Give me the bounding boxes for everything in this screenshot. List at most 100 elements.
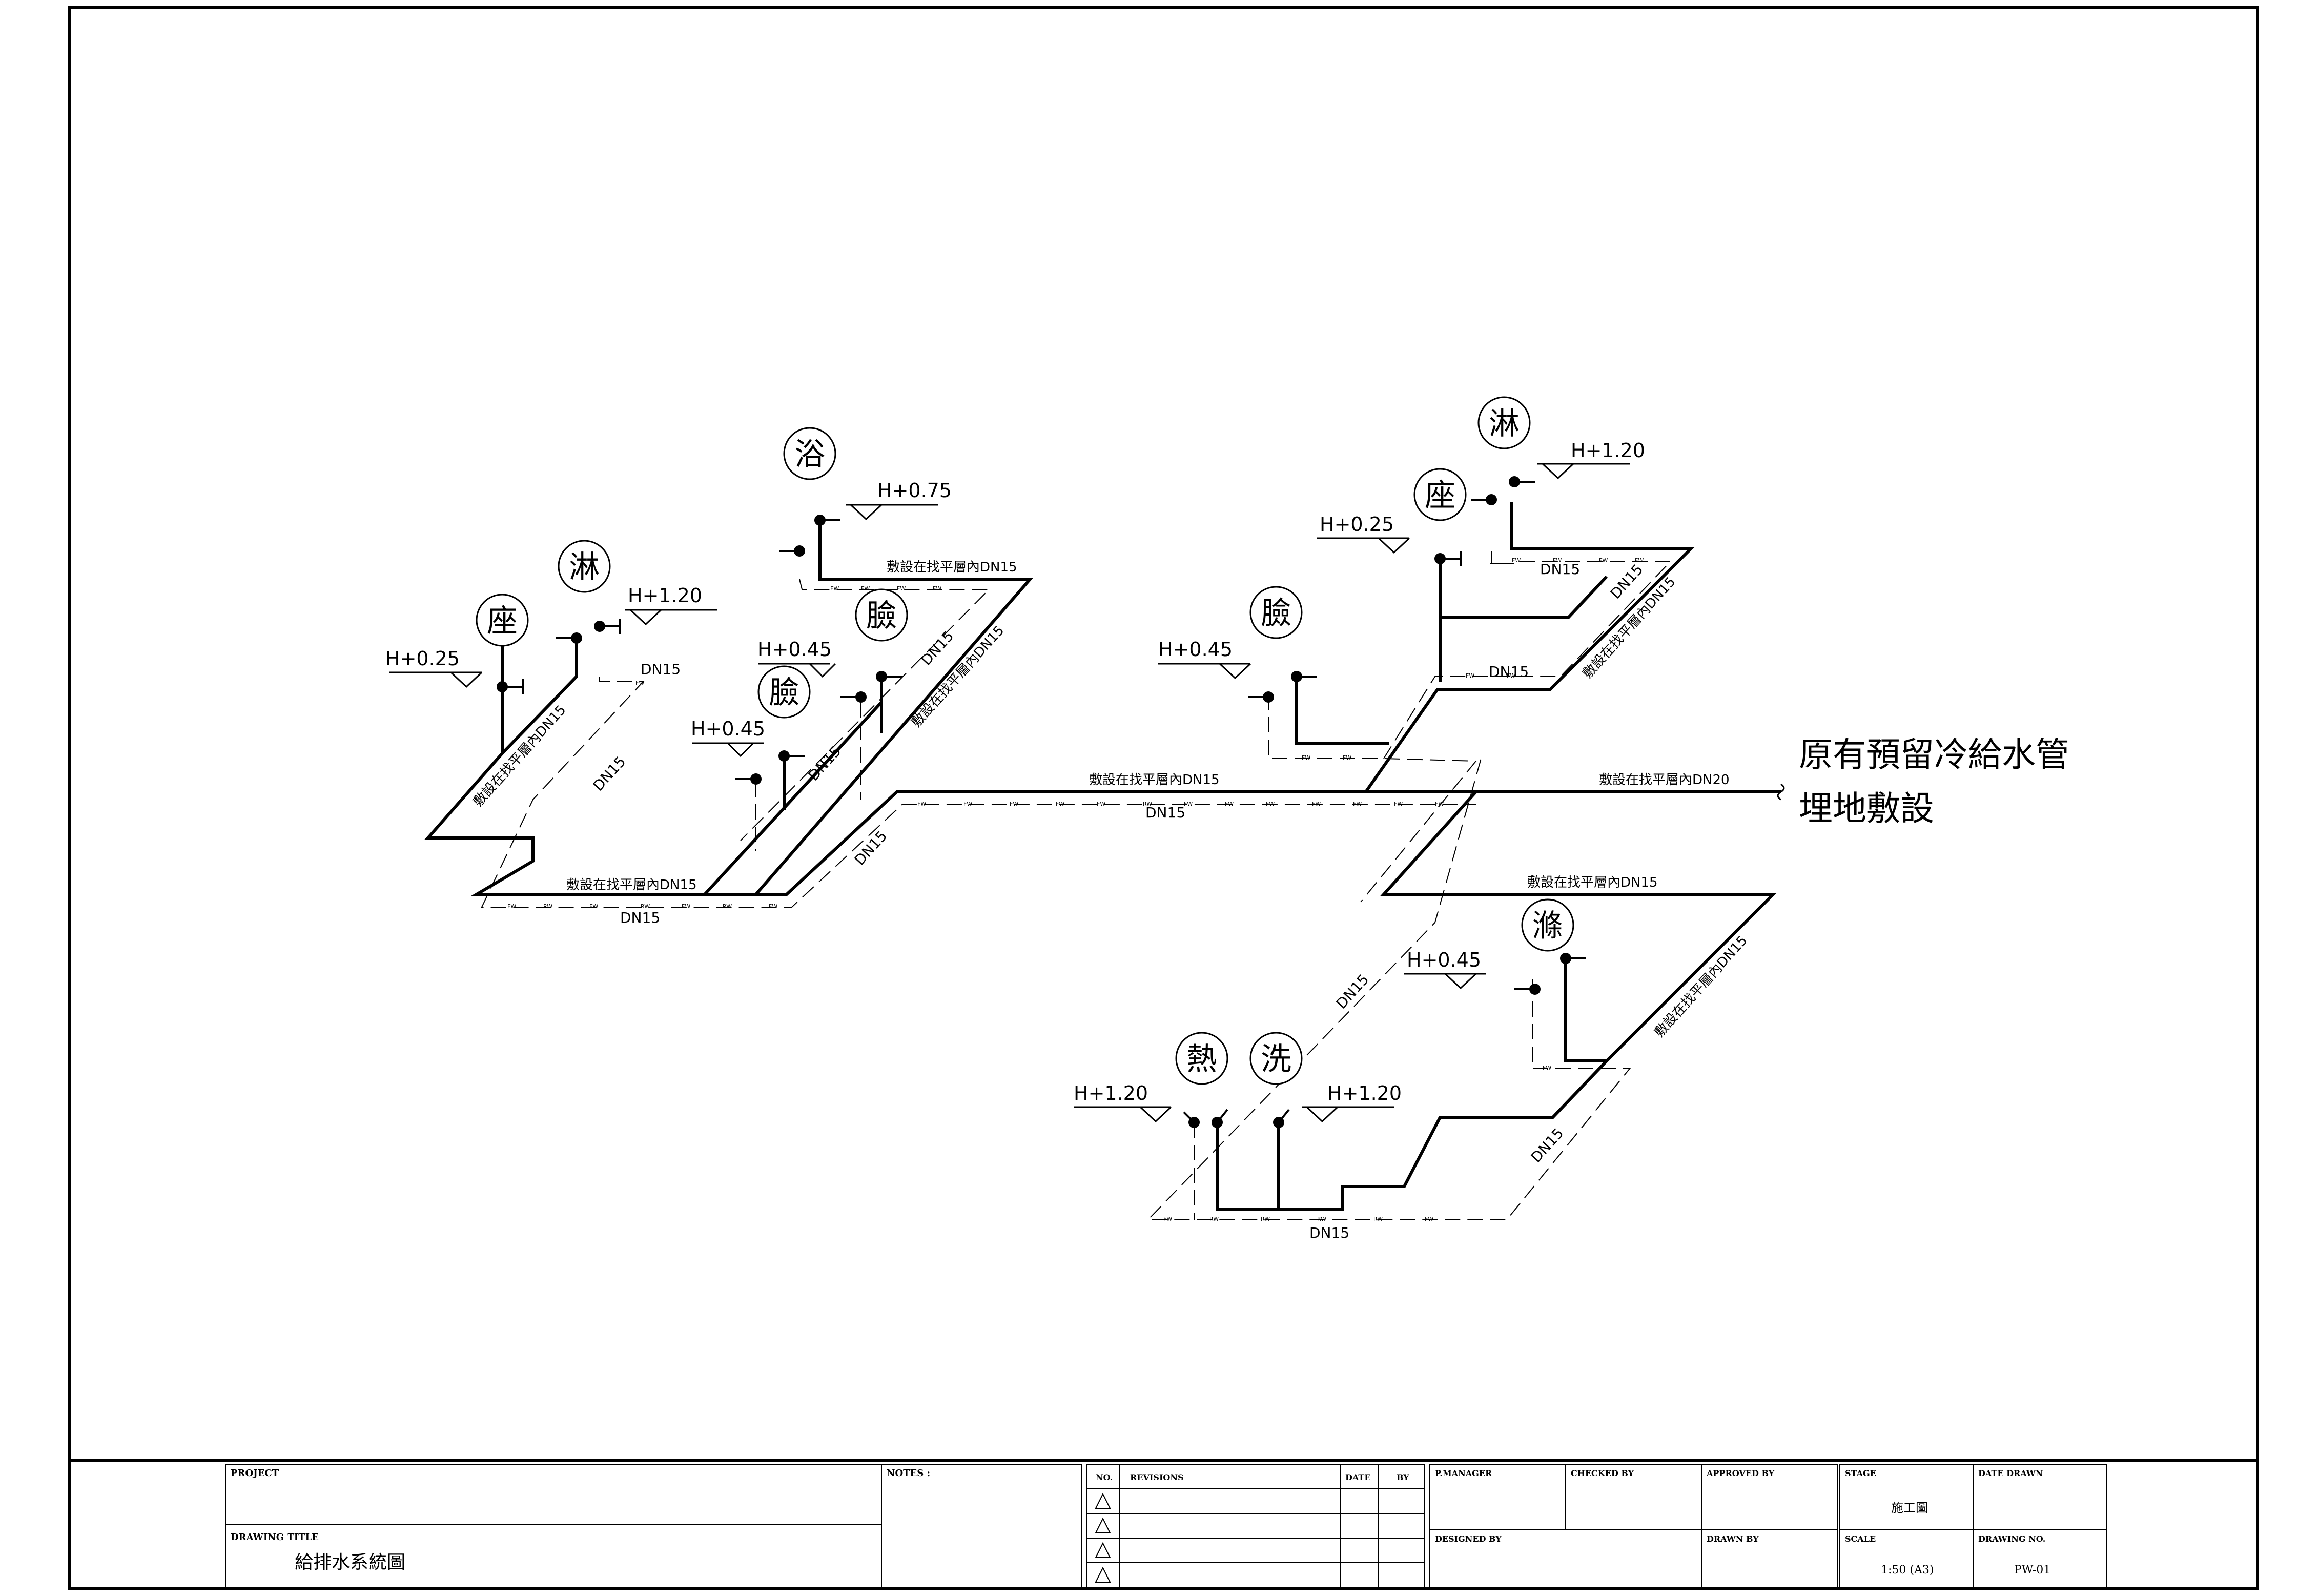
- fixture-lin-left: 淋: [558, 540, 611, 593]
- svg-text:BY: BY: [1397, 1472, 1409, 1482]
- svg-text:FW: FW: [1394, 801, 1403, 807]
- svg-text:H+1.20: H+1.20: [1074, 1082, 1148, 1104]
- fixture-xi-bottom: 洗: [1249, 1032, 1303, 1085]
- svg-text:熱: 熱: [1186, 1041, 1217, 1077]
- svg-text:敷設在找平層內DN20: 敷設在找平層內DN20: [1599, 772, 1730, 788]
- svg-text:FW: FW: [1302, 754, 1310, 761]
- svg-text:H+0.25: H+0.25: [1320, 513, 1394, 536]
- svg-text:H+0.45: H+0.45: [1407, 949, 1481, 971]
- notes-box: [881, 1464, 1082, 1588]
- svg-text:滌: 滌: [1532, 908, 1563, 944]
- svg-text:敷設在找平層內DN15: 敷設在找平層內DN15: [566, 877, 697, 893]
- svg-text:DRAWN BY: DRAWN BY: [1707, 1534, 1759, 1544]
- svg-text:原有預留冷給水管: 原有預留冷給水管: [1799, 735, 2069, 774]
- svg-text:埋地敷設: 埋地敷設: [1799, 789, 1934, 828]
- title-block: PROJECT DRAWING TITLE 給排水系統圖 NOTES : NO.…: [69, 1459, 2258, 1588]
- drawing-title: 給排水系統圖: [295, 1552, 405, 1573]
- svg-text:FW: FW: [1266, 801, 1275, 807]
- fixture-di-right: 滌: [1521, 898, 1574, 952]
- embedded-pipe-labels: 敷設在找平層內DN15 敷設在找平層內DN15 敷設在找平層內DN15 敷設在找…: [470, 560, 1751, 1040]
- svg-text:FW: FW: [1353, 801, 1362, 807]
- piping-diagram: FW FW RW FW RW FW RW FW FW FW FW FW FW R…: [385, 396, 2069, 1241]
- svg-text:FW: FW: [1312, 801, 1321, 807]
- svg-text:FW: FW: [1599, 557, 1608, 564]
- svg-text:FW: FW: [897, 585, 906, 592]
- svg-text:敷設在找平層內DN15: 敷設在找平層內DN15: [909, 623, 1008, 730]
- pipe-left-yu-branch: [753, 520, 1034, 896]
- fixture-zuo-right: 座: [1413, 468, 1467, 521]
- svg-text:FW: FW: [635, 680, 644, 686]
- pipe-upper-right: [1364, 502, 1695, 793]
- svg-text:FW: FW: [1343, 754, 1351, 761]
- svg-text:H+0.45: H+0.45: [757, 638, 832, 661]
- svg-text:敷設在找平層內DN15: 敷設在找平層內DN15: [1652, 933, 1751, 1040]
- svg-text:H+0.45: H+0.45: [1158, 638, 1233, 661]
- svg-text:SCALE: SCALE: [1845, 1534, 1876, 1544]
- svg-text:APPROVED BY: APPROVED BY: [1706, 1468, 1775, 1478]
- svg-text:臉: 臉: [1261, 596, 1291, 631]
- svg-text:敷設在找平層內DN15: 敷設在找平層內DN15: [1089, 772, 1220, 788]
- svg-text:FW: FW: [1010, 801, 1018, 807]
- elevation-markers: [389, 463, 1630, 1123]
- svg-text:FW: FW: [1543, 1065, 1551, 1071]
- svg-text:RW: RW: [1261, 1216, 1270, 1222]
- svg-text:RW: RW: [1317, 1216, 1326, 1222]
- svg-text:施工圖: 施工圖: [1891, 1501, 1928, 1515]
- svg-text:臉: 臉: [866, 598, 897, 634]
- svg-text:敷設在找平層內DN15: 敷設在找平層內DN15: [887, 560, 1017, 575]
- pipe-left-loop: [424, 687, 1476, 896]
- svg-text:FW: FW: [1553, 557, 1562, 564]
- svg-text:FW: FW: [1507, 672, 1515, 679]
- svg-text:座: 座: [487, 603, 518, 639]
- svg-text:DN15: DN15: [1540, 561, 1580, 578]
- svg-text:DN15: DN15: [1489, 663, 1529, 680]
- svg-text:FW: FW: [1466, 672, 1474, 679]
- svg-text:淋: 淋: [569, 549, 600, 585]
- pipe-tags: FW FW RW FW RW FW RW FW FW FW FW FW FW R…: [507, 557, 1644, 1222]
- svg-text:H+0.45: H+0.45: [691, 718, 765, 740]
- svg-text:FW: FW: [830, 585, 839, 592]
- svg-text:DN15: DN15: [1607, 561, 1647, 602]
- svg-text:FW: FW: [1635, 557, 1644, 564]
- fixture-lian-left-a: 臉: [855, 588, 908, 642]
- svg-text:FW: FW: [1184, 801, 1193, 807]
- svg-text:STAGE: STAGE: [1845, 1468, 1876, 1478]
- signoff-table: [1429, 1464, 1838, 1588]
- fixture-lian-left-b: 臉: [757, 665, 811, 719]
- svg-text:DN15: DN15: [1309, 1224, 1349, 1241]
- svg-text:NO.: NO.: [1096, 1472, 1113, 1482]
- svg-text:H+1.20: H+1.20: [1327, 1082, 1402, 1104]
- fixture-symbols: 座 淋 浴 臉 臉 臉 座: [476, 396, 1574, 1085]
- svg-text:DN15: DN15: [918, 628, 957, 669]
- elevation-labels: H+0.25 H+1.20 H+0.75 H+0.45 H+0.45 H+0.4…: [385, 439, 1645, 1104]
- svg-text:NOTES :: NOTES :: [887, 1468, 930, 1479]
- svg-text:FW: FW: [769, 903, 777, 910]
- svg-text:洗: 洗: [1261, 1041, 1291, 1077]
- svg-text:H+0.75: H+0.75: [877, 479, 952, 502]
- sheet-border: [68, 6, 2259, 1590]
- svg-text:H+1.20: H+1.20: [1571, 439, 1645, 462]
- svg-text:CHECKED BY: CHECKED BY: [1571, 1468, 1634, 1478]
- svg-text:RW: RW: [723, 903, 732, 910]
- svg-text:淋: 淋: [1489, 406, 1520, 442]
- svg-text:FW: FW: [1435, 801, 1444, 807]
- svg-text:DN15: DN15: [1333, 971, 1372, 1012]
- svg-text:FW: FW: [1097, 801, 1105, 807]
- dashed-lines: [481, 551, 1672, 1220]
- svg-text:RW: RW: [1209, 1216, 1219, 1222]
- svg-text:DATE DRAWN: DATE DRAWN: [1978, 1468, 2043, 1478]
- svg-text:RW: RW: [641, 903, 650, 910]
- svg-text:REVISIONS: REVISIONS: [1130, 1472, 1184, 1482]
- svg-text:DRAWING NO.: DRAWING NO.: [1978, 1534, 2045, 1544]
- svg-text:DN15: DN15: [641, 661, 681, 678]
- svg-text:DN15: DN15: [1145, 804, 1185, 821]
- svg-text:敷設在找平層內DN15: 敷設在找平層內DN15: [1527, 875, 1658, 890]
- svg-text:FW: FW: [933, 585, 941, 592]
- svg-text:FW: FW: [1512, 557, 1521, 564]
- svg-text:FW: FW: [1163, 1216, 1172, 1222]
- svg-text:FW: FW: [1225, 801, 1234, 807]
- supply-note: 原有預留冷給水管 埋地敷設: [1799, 735, 2069, 828]
- fixture-re-bottom: 熱: [1175, 1032, 1228, 1085]
- svg-text:PROJECT: PROJECT: [231, 1468, 279, 1479]
